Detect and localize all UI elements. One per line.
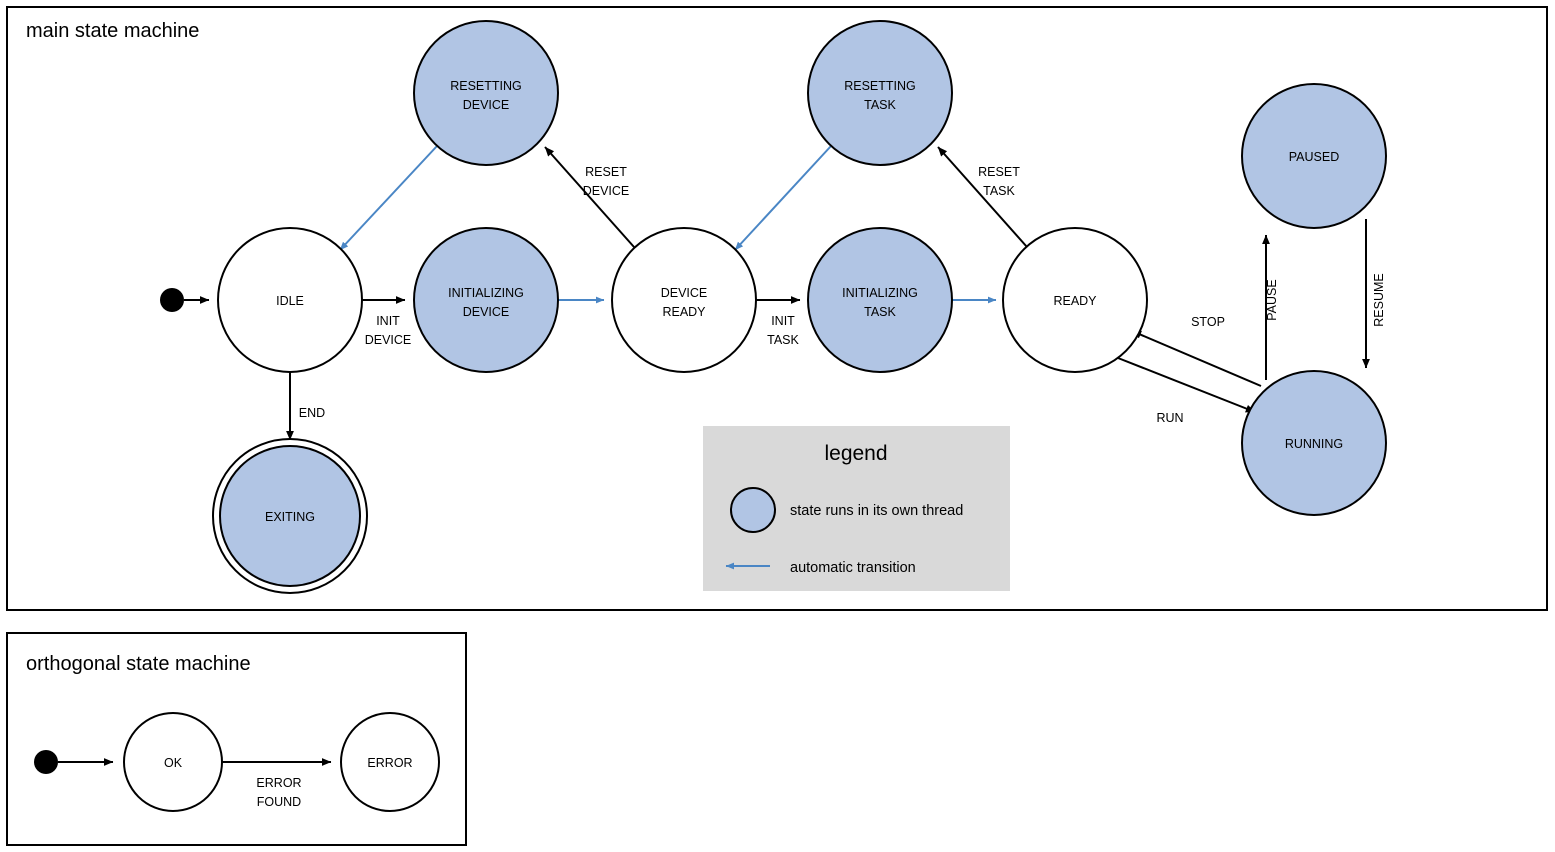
main-frame-title: main state machine bbox=[26, 20, 199, 42]
state-resetting-task-label-line-1: RESETTING bbox=[844, 79, 916, 93]
transition-running-ready: STOP bbox=[1131, 315, 1262, 387]
state-initializing-task-label-line-2: TASK bbox=[864, 305, 896, 319]
transition-idle-exiting-label: END bbox=[299, 406, 325, 420]
transition-start-idle bbox=[160, 288, 210, 312]
legend: legend state runs in its own thread auto… bbox=[703, 426, 1010, 591]
state-initializing-device-label-line-1: INITIALIZING bbox=[448, 286, 524, 300]
transition-device-ready-init-task-label-line-2: TASK bbox=[767, 333, 799, 347]
state-running[interactable]: RUNNING bbox=[1241, 370, 1387, 516]
transition-idle-init-device-label-line-2: DEVICE bbox=[365, 333, 412, 347]
transition-running-ready-line bbox=[1131, 330, 1262, 387]
transition-running-ready-label: STOP bbox=[1191, 315, 1225, 329]
state-exiting-circle[interactable] bbox=[219, 445, 361, 587]
state-paused[interactable]: PAUSED bbox=[1241, 83, 1387, 229]
state-resetting-device-label-line-1: RESETTING bbox=[450, 79, 522, 93]
transition-paused-running: RESUME bbox=[1362, 219, 1386, 369]
transition-device-ready-init-task: INIT TASK bbox=[756, 296, 801, 347]
state-ready-label: READY bbox=[1053, 294, 1097, 308]
state-resetting-task-circle[interactable] bbox=[807, 20, 953, 166]
transition-ready-resetting-task-line bbox=[937, 146, 1028, 248]
state-idle[interactable]: IDLE bbox=[217, 227, 363, 373]
transition-ready-resetting-task: RESET TASK bbox=[937, 146, 1028, 248]
main-transitions: INIT DEVICE INIT TASK RESET DEVICE bbox=[160, 145, 1386, 441]
state-initializing-device-label-line-2: DEVICE bbox=[463, 305, 510, 319]
state-device-ready-circle[interactable] bbox=[611, 227, 757, 373]
state-ready[interactable]: READY bbox=[1002, 227, 1148, 373]
transition-resetting-device-idle bbox=[339, 145, 438, 251]
state-ready-circle[interactable] bbox=[1002, 227, 1148, 373]
state-resetting-task[interactable]: RESETTING TASK bbox=[807, 20, 953, 166]
orthogonal-transitions: ERROR FOUND bbox=[34, 750, 332, 809]
transition-ok-error-label-line-1: ERROR bbox=[256, 776, 301, 790]
legend-auto-transition-text: automatic transition bbox=[790, 560, 916, 576]
transition-running-paused-label: PAUSE bbox=[1265, 279, 1279, 320]
state-error-label: ERROR bbox=[367, 756, 412, 770]
transition-idle-init-device-label-line-1: INIT bbox=[376, 314, 400, 328]
transition-device-ready-resetting-device: RESET DEVICE bbox=[544, 146, 635, 248]
transition-ready-running: RUN bbox=[1117, 357, 1256, 425]
state-device-ready[interactable]: DEVICE READY bbox=[611, 227, 757, 373]
state-device-ready-label-line-1: DEVICE bbox=[661, 286, 708, 300]
main-states: IDLE INITIALIZING DEVICE DEVICE READY IN… bbox=[212, 20, 1387, 594]
state-initializing-device-circle[interactable] bbox=[413, 227, 559, 373]
transition-ready-running-label: RUN bbox=[1156, 411, 1183, 425]
state-resetting-device[interactable]: RESETTING DEVICE bbox=[413, 20, 559, 166]
transition-device-ready-resetting-device-line bbox=[544, 146, 635, 248]
state-device-ready-label-line-2: READY bbox=[662, 305, 706, 319]
state-initializing-task-label-line-1: INITIALIZING bbox=[842, 286, 918, 300]
state-ok-circle[interactable] bbox=[123, 712, 223, 812]
state-running-circle[interactable] bbox=[1241, 370, 1387, 516]
transition-ok-error-label-line-2: FOUND bbox=[257, 795, 301, 809]
legend-thread-state-icon bbox=[730, 487, 776, 533]
state-resetting-task-label-line-2: TASK bbox=[864, 98, 896, 112]
state-initializing-task-circle[interactable] bbox=[807, 227, 953, 373]
state-ok[interactable]: OK bbox=[123, 712, 223, 812]
transition-running-paused: PAUSE bbox=[1262, 234, 1279, 380]
transition-device-ready-resetting-device-label-line-1: RESET bbox=[585, 165, 627, 179]
state-exiting-label: EXITING bbox=[265, 510, 315, 524]
state-idle-label: IDLE bbox=[276, 294, 304, 308]
transition-idle-exiting: END bbox=[286, 372, 325, 441]
transition-ready-running-line bbox=[1117, 357, 1256, 413]
state-error-circle[interactable] bbox=[340, 712, 440, 812]
state-initializing-task[interactable]: INITIALIZING TASK bbox=[807, 227, 953, 373]
transition-start-ok bbox=[34, 750, 114, 774]
orthogonal-initial-state-dot bbox=[34, 750, 58, 774]
initial-state-dot bbox=[160, 288, 184, 312]
orthogonal-frame-title: orthogonal state machine bbox=[26, 653, 251, 675]
transition-ready-resetting-task-label-line-2: TASK bbox=[983, 184, 1015, 198]
state-idle-circle[interactable] bbox=[217, 227, 363, 373]
transition-paused-running-label: RESUME bbox=[1372, 273, 1386, 326]
transition-resetting-device-idle-line bbox=[339, 145, 438, 251]
transition-device-ready-init-task-label-line-1: INIT bbox=[771, 314, 795, 328]
state-resetting-device-circle[interactable] bbox=[413, 20, 559, 166]
transition-resetting-task-device-ready bbox=[734, 145, 832, 251]
state-error[interactable]: ERROR bbox=[340, 712, 440, 812]
state-resetting-device-label-line-2: DEVICE bbox=[463, 98, 510, 112]
transition-idle-init-device: INIT DEVICE bbox=[362, 296, 412, 347]
state-paused-circle[interactable] bbox=[1241, 83, 1387, 229]
state-running-label: RUNNING bbox=[1285, 437, 1343, 451]
transition-resetting-task-device-ready-line bbox=[734, 145, 832, 251]
state-initializing-device[interactable]: INITIALIZING DEVICE bbox=[413, 227, 559, 373]
state-exiting[interactable]: EXITING bbox=[212, 438, 368, 594]
legend-title: legend bbox=[824, 442, 887, 465]
transition-ready-resetting-task-label-line-1: RESET bbox=[978, 165, 1020, 179]
state-paused-label: PAUSED bbox=[1289, 150, 1339, 164]
orthogonal-states: OK ERROR bbox=[123, 712, 440, 812]
transition-device-ready-resetting-device-label-line-2: DEVICE bbox=[583, 184, 630, 198]
transition-ok-error: ERROR FOUND bbox=[222, 758, 332, 809]
legend-thread-state-text: state runs in its own thread bbox=[790, 503, 963, 519]
state-ok-label: OK bbox=[164, 756, 183, 770]
